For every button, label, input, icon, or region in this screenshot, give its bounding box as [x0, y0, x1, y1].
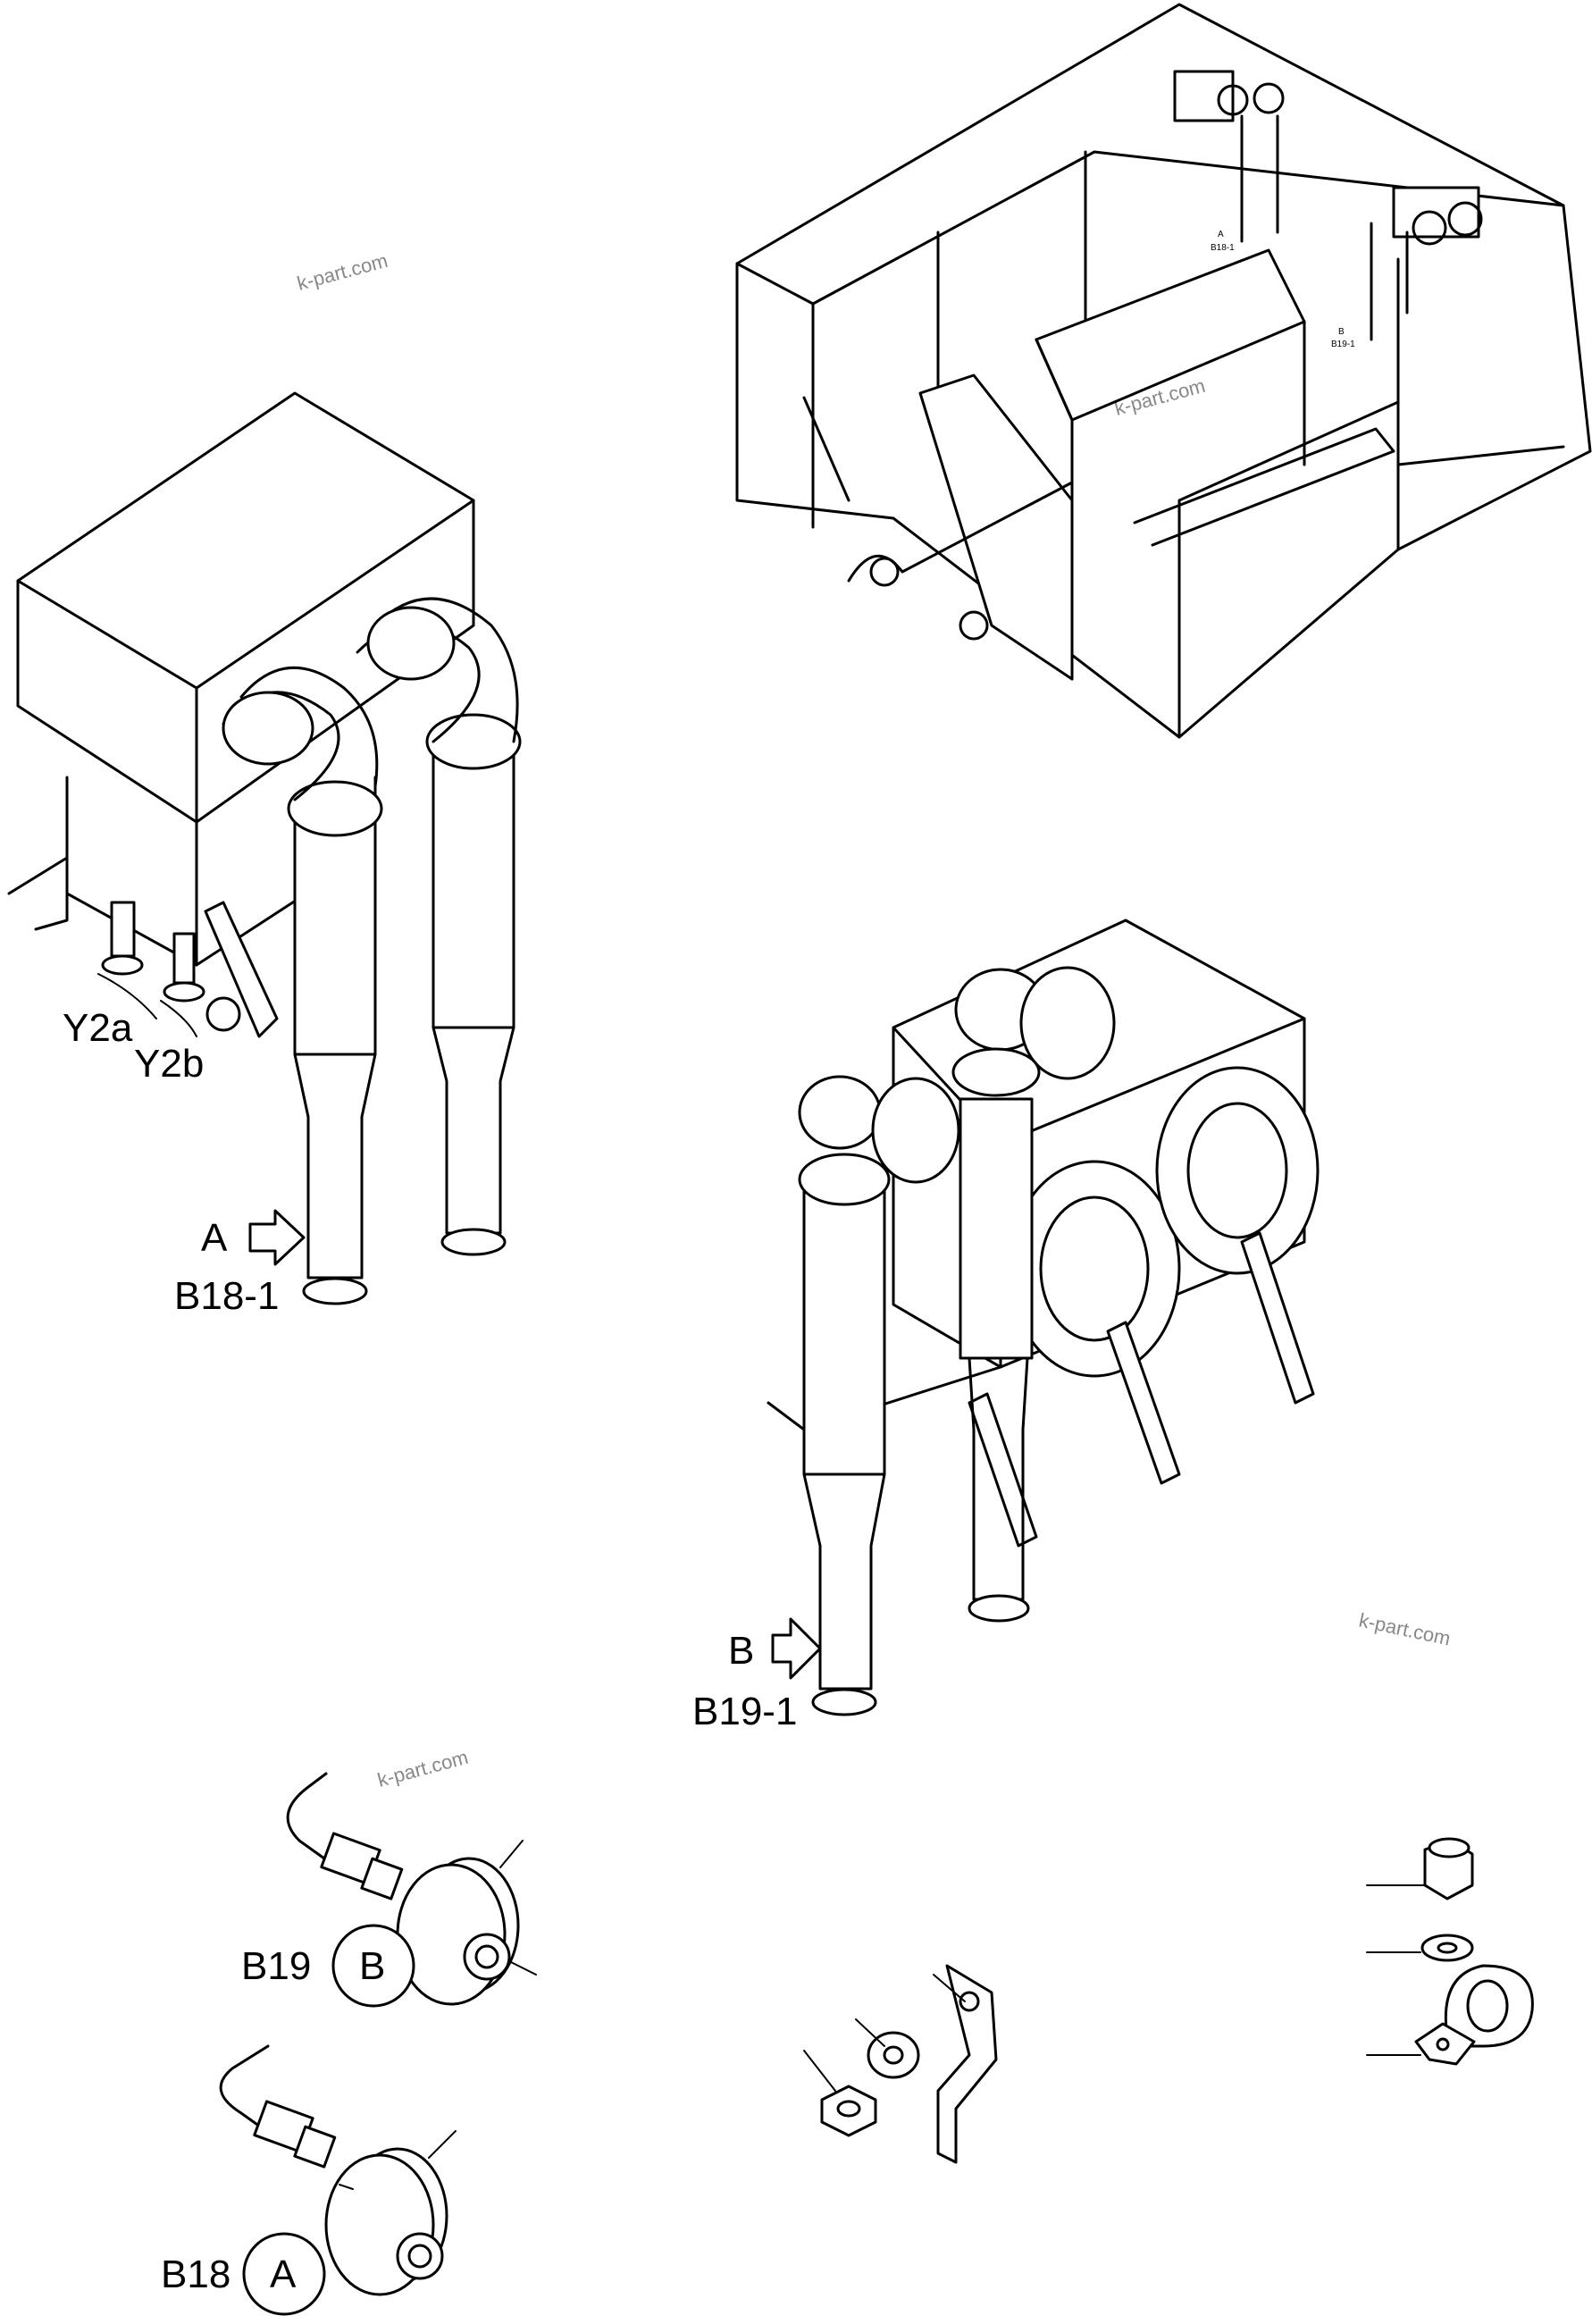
label-b19-1: B19-1 [692, 1690, 797, 1733]
label-b18-1: B18-1 [174, 1274, 279, 1318]
watermark-4: k-part.com [375, 1746, 471, 1791]
sensor-b19-detail [286, 1772, 537, 2006]
machine-frame-overview: A B18-1 B B19-1 [735, 3, 1592, 739]
watermark-1: k-part.com [295, 249, 390, 295]
watermark-3: k-part.com [1357, 1608, 1453, 1649]
sensor-b18-detail [219, 2044, 457, 2296]
marker-a-arrow [248, 1209, 306, 1266]
mini-label-b18-1: B18-1 [1211, 243, 1235, 253]
right-filter-assembly [767, 919, 1320, 1716]
bracket-hardware-detail [803, 1964, 998, 2164]
label-b-marker: B [728, 1629, 754, 1673]
mini-label-a: A [1218, 230, 1224, 239]
clamp-hardware-detail [1366, 1837, 1534, 2066]
label-y2a: Y2a [63, 1006, 133, 1050]
mini-label-b: B [1338, 327, 1345, 337]
label-b18: B18 [161, 2253, 230, 2296]
callout-circle-b18 [242, 2232, 326, 2316]
marker-b-arrow [771, 1617, 822, 1680]
label-y2b: Y2b [134, 1042, 204, 1086]
label-a-marker: A [201, 1216, 228, 1260]
mini-label-b19-1: B19-1 [1331, 340, 1355, 349]
left-filter-assembly [7, 391, 522, 1305]
callout-b19-letter: B [359, 1944, 385, 1988]
callout-b18-letter: A [270, 2253, 297, 2296]
label-b19: B19 [241, 1944, 311, 1988]
callout-circle-b19 [331, 1924, 415, 2008]
